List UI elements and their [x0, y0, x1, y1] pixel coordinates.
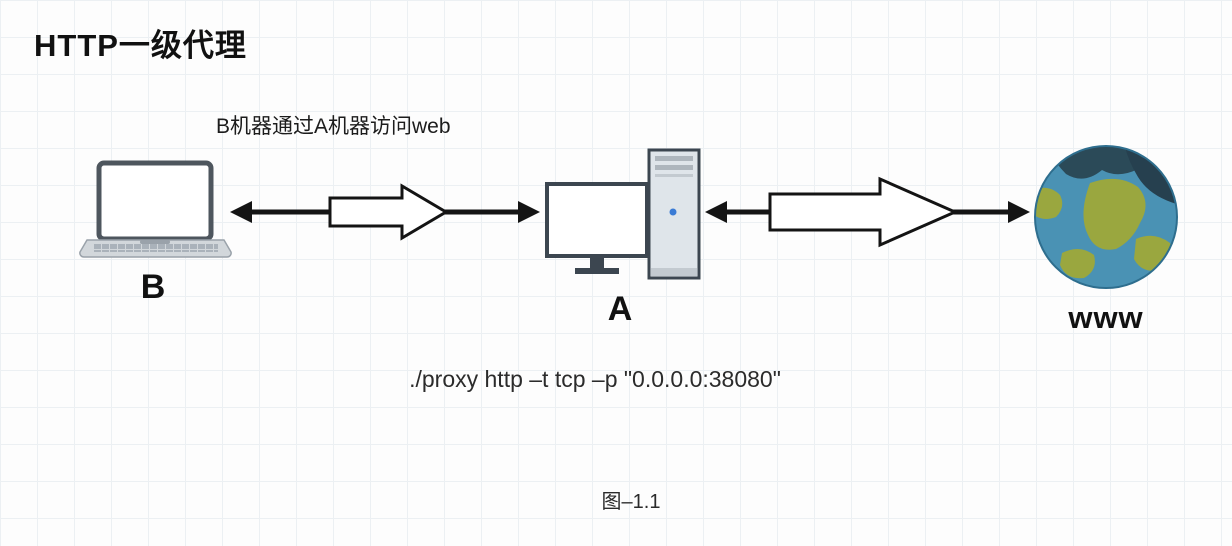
left-arrow-group: [230, 174, 540, 254]
diagram-title: HTTP一级代理: [34, 28, 247, 63]
web-label: www: [1068, 300, 1144, 335]
globe-icon: [1032, 143, 1180, 291]
block-arrow-icon: [768, 176, 959, 248]
proxy-command: ./proxy http –t tcp –p "0.0.0.0:38080": [409, 366, 781, 392]
laptop-icon: [78, 160, 233, 265]
right-arrow-group: [705, 165, 1030, 260]
block-arrow-icon: [328, 183, 449, 241]
proxy-label: A: [607, 290, 633, 328]
figure-caption: 图–1.1: [601, 491, 661, 513]
diagram-subtitle: B机器通过A机器访问web: [216, 115, 451, 138]
server-icon: [545, 148, 703, 286]
laptop-label: B: [140, 268, 166, 306]
